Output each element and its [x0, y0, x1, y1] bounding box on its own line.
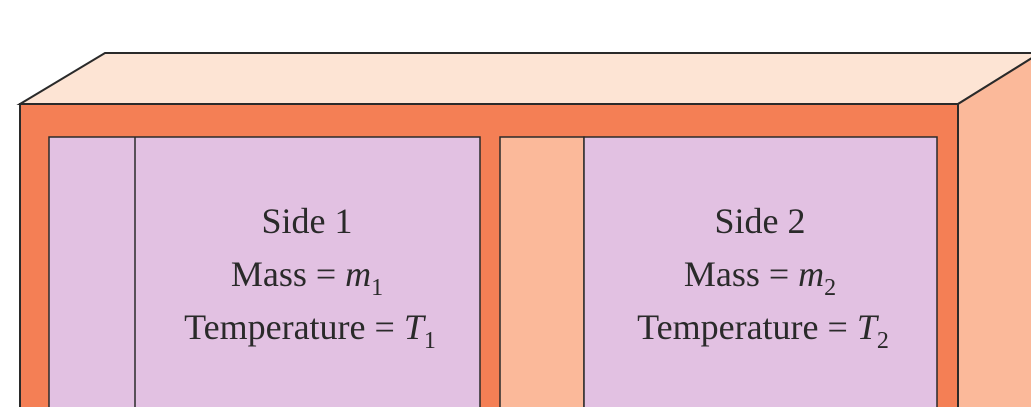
side2-temperature: Temperature = T2 [637, 307, 889, 354]
side1-temp-label: Temperature = [184, 307, 404, 347]
box-side-face [957, 57, 1031, 407]
side1-mass-label: Mass = [231, 254, 345, 294]
side1-mass-subscript: 1 [371, 275, 383, 301]
side2-temp-label: Temperature = [637, 307, 857, 347]
side1-mass-symbol: m [345, 254, 371, 294]
side1-temperature: Temperature = T1 [184, 307, 436, 354]
side2-mass-subscript: 2 [824, 275, 836, 301]
box-top-face [16, 52, 1031, 105]
side2-temp-subscript: 2 [877, 328, 889, 354]
side2-chamber [583, 136, 938, 407]
side1-title: Side 1 [261, 201, 352, 241]
partition-wall [499, 136, 585, 407]
side2-mass: Mass = m2 [684, 254, 836, 301]
side2-mass-label: Mass = [684, 254, 798, 294]
side2-temp-symbol: T [857, 307, 880, 347]
side1-chamber [48, 136, 481, 407]
side2-title: Side 2 [714, 201, 805, 241]
side1-temp-symbol: T [404, 307, 427, 347]
side1-temp-subscript: 1 [424, 328, 436, 354]
side2-mass-symbol: m [798, 254, 824, 294]
side1-mass: Mass = m1 [231, 254, 383, 301]
